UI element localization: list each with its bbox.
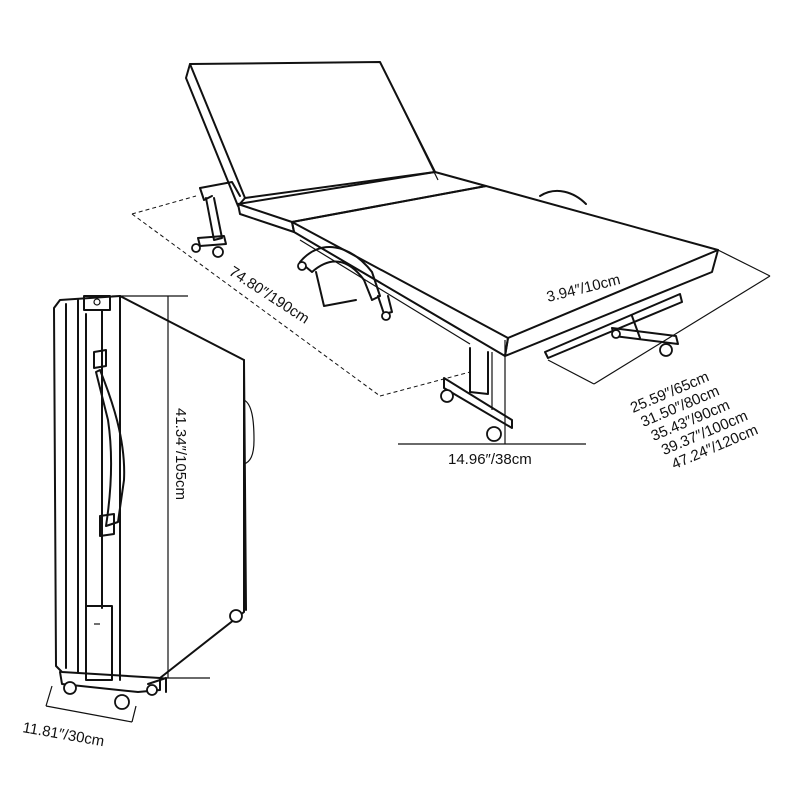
right-leg [544,293,683,359]
side-hinge-arm [299,246,381,301]
folded-bed-illustration [53,295,255,710]
folded-height-dimension-label: 41.34″/105cm [172,408,189,500]
rear-frame [191,181,241,258]
height-dimension-label: 14.96″/38cm [448,451,532,468]
dimension-lines-unfolded [131,195,771,445]
dimension-lines-folded [45,295,210,723]
folded-depth-dimension-label: 11.81″/30cm [21,719,105,750]
thickness-dimension-label: 3.94″/10cm [545,271,622,306]
mattress-top [291,185,719,339]
length-dimension-label: 74.80″/190cm [226,263,312,327]
front-leg [440,347,513,442]
width-dimension-labels: 25.59″/65cm 31.50″/80cm 35.43″/90cm 39.3… [628,368,761,473]
head-cushion [237,171,487,223]
unfolded-bed-illustration [185,61,719,442]
